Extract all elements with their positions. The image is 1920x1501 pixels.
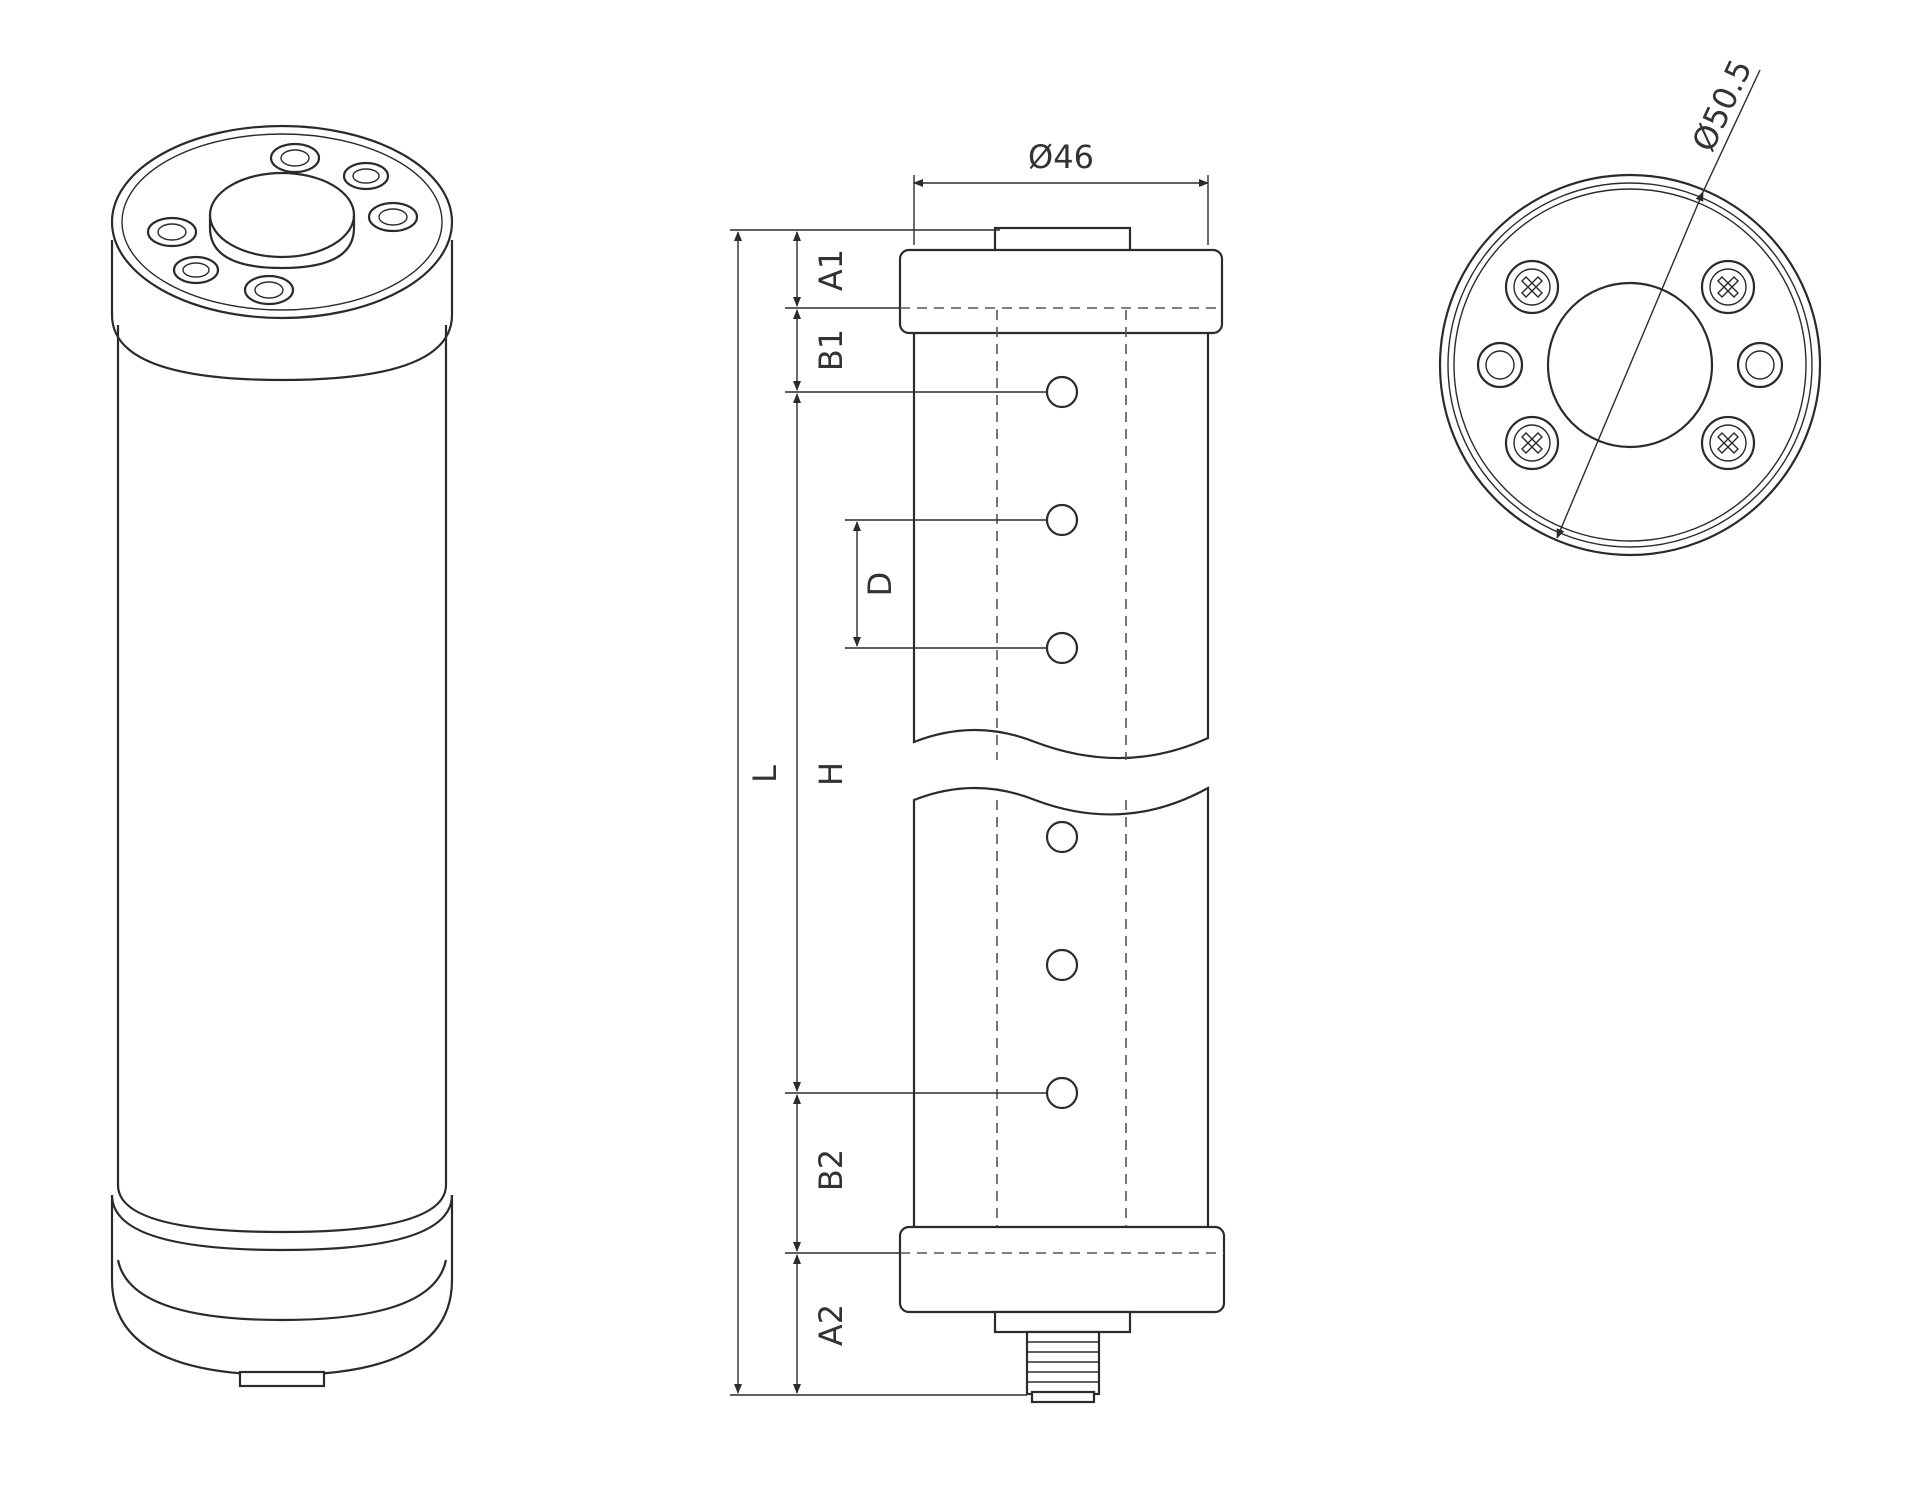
label-A2: A2: [812, 1304, 850, 1346]
iso-bottom-cap: [110, 1194, 454, 1252]
side-bottom-cap: [898, 1225, 1226, 1314]
side-tube-lower: [912, 786, 1210, 1228]
iso-screw-holes: [146, 142, 419, 306]
label-B1: B1: [812, 329, 850, 371]
iso-top-cap: [110, 240, 454, 382]
label-H: H: [812, 762, 850, 786]
side-view: [898, 226, 1226, 1404]
dimensions: [730, 175, 1209, 1396]
top-outer-ring: [1438, 173, 1822, 557]
iso-connector: [238, 1370, 326, 1388]
iso-center-boss: [208, 171, 356, 259]
diameter-line: [1556, 191, 1704, 539]
top-plain-holes: [1476, 341, 1784, 389]
label-L: L: [746, 765, 784, 783]
label-D: D: [861, 572, 899, 597]
label-A1: A1: [812, 249, 850, 291]
side-connector-base: [993, 1310, 1132, 1334]
isometric-view: [110, 124, 454, 1388]
top-view: [1438, 69, 1822, 557]
label-width: Ø46: [1028, 138, 1094, 176]
side-holes: [1045, 375, 1079, 1110]
top-screws: [1504, 259, 1756, 471]
side-tube-upper: [912, 333, 1210, 760]
label-diameter: Ø50.5: [1684, 54, 1759, 157]
label-B2: B2: [812, 1149, 850, 1191]
side-top-cap: [898, 248, 1224, 335]
